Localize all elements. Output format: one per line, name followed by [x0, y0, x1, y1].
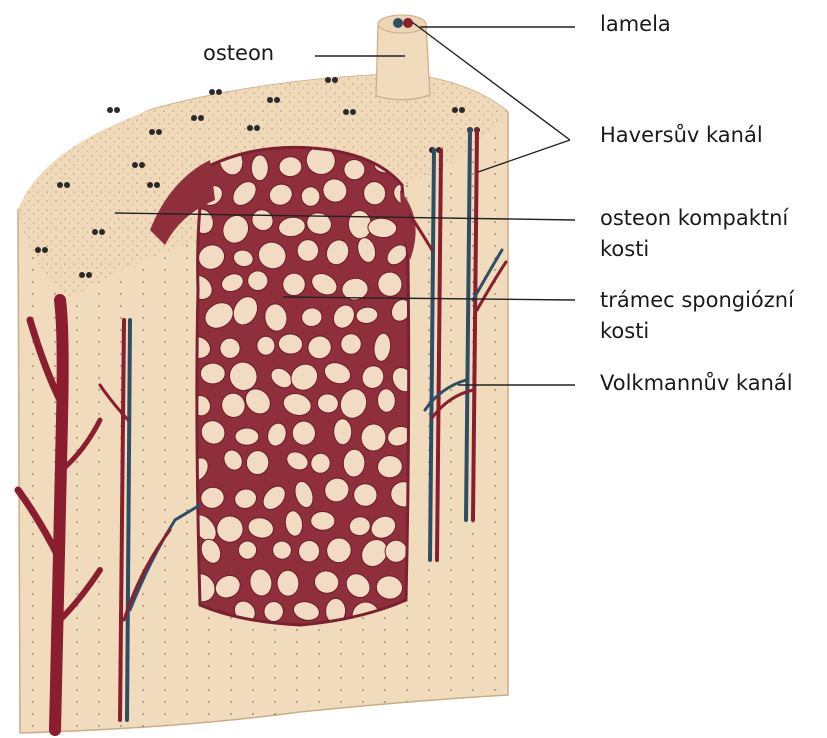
label-osteon: osteon [203, 38, 274, 69]
trabecular-space [353, 483, 378, 507]
label-lamela: lamela [600, 9, 671, 40]
trabecular-space [251, 155, 268, 181]
trabecular-space [279, 156, 302, 177]
label-haversuv-kanal: Haversův kanál [600, 120, 763, 151]
label-osteon-kompaktni-kosti: osteon kompaktní kosti [600, 203, 788, 265]
trabecular-space [200, 363, 225, 384]
trabecular-space [333, 419, 351, 445]
label-tramec-spongiozni-kosti: trámec spongiózní kosti [600, 285, 794, 347]
trabecular-space [264, 601, 284, 622]
label-volkmannuv-kanal: Volkmannův kanál [600, 368, 793, 399]
trabecular-space [311, 511, 336, 530]
trabecular-space [256, 336, 275, 356]
trabecular-space [235, 428, 259, 445]
